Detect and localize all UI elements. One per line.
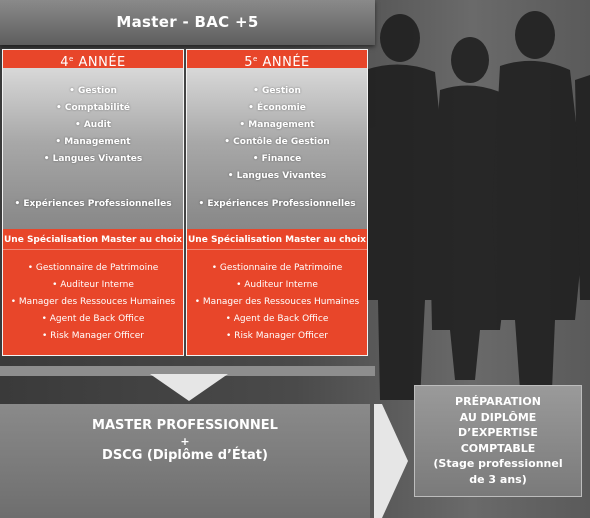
divider	[187, 249, 367, 250]
specialisation-item: • Agent de Back Office	[225, 314, 329, 324]
experience-label: • Expériences Professionnelles	[198, 199, 356, 209]
subject-item: • Contôle de Gestion	[224, 137, 330, 147]
master-title: MASTER PROFESSIONNEL	[92, 418, 278, 433]
prep-line: PRÉPARATION	[455, 395, 541, 408]
master-professionnel-box: MASTER PROFESSIONNEL + DSCG (Diplôme d’É…	[0, 404, 370, 518]
column-heading: 5e ANNÉE	[187, 50, 367, 70]
subject-item: • Management	[239, 120, 315, 130]
specialisation-list: • Gestionnaire de Patrimoine • Auditeur …	[187, 260, 367, 345]
dscg-title: DSCG (Diplôme d’État)	[102, 448, 268, 463]
specialisation-item: • Manager des Ressouces Humaines	[10, 297, 176, 307]
subjects-list: • Gestion • Comptabilité • Audit • Manag…	[3, 83, 183, 168]
specialisation-item: • Risk Manager Officer	[42, 331, 144, 341]
specialisation-item: • Manager des Ressouces Humaines	[194, 297, 360, 307]
column-heading: 4e ANNÉE	[3, 50, 183, 70]
subject-item: • Finance	[252, 154, 302, 164]
year-number: 5	[244, 55, 254, 70]
prep-line: (Stage professionnel	[433, 457, 563, 470]
plus-sign: +	[180, 435, 190, 448]
subject-item: • Gestion	[69, 86, 117, 96]
prep-line: COMPTABLE	[460, 441, 536, 455]
specialisation-panel: Une Spécialisation Master au choix • Ges…	[3, 229, 183, 355]
subject-item: • Audit	[74, 120, 112, 130]
subject-item: • Comptabilité	[56, 103, 130, 113]
subject-item: • Management	[55, 137, 131, 147]
specialisation-item: • Auditeur Interne	[236, 280, 318, 290]
subject-item: • Langues Vivantes	[227, 171, 327, 181]
right-arrow-icon	[374, 404, 408, 518]
specialisation-item: • Auditeur Interne	[52, 280, 134, 290]
title-banner: Master - BAC +5	[0, 0, 375, 45]
year-word: ANNÉE	[73, 55, 126, 70]
prep-line: de 3 ans)	[469, 472, 527, 486]
subject-item: • Économie	[248, 103, 306, 113]
connector-strip	[0, 366, 375, 376]
year-superscript: e	[69, 55, 74, 63]
column-4e-annee: 4e ANNÉE • Gestion • Comptabilité • Audi…	[2, 49, 184, 356]
specialisation-title: Une Spécialisation Master au choix	[188, 235, 366, 245]
subject-item: • Langues Vivantes	[43, 154, 143, 164]
preparation-box: PRÉPARATION AU DIPLÔME D’EXPERTISE COMPT…	[414, 385, 582, 497]
experience-label: • Expériences Professionnelles	[14, 199, 172, 209]
subject-item: • Gestion	[253, 86, 301, 96]
year-word: ANNÉE	[257, 55, 310, 70]
year-superscript: e	[253, 55, 258, 63]
prep-line: AU DIPLÔME	[459, 410, 537, 424]
specialisation-item: • Gestionnaire de Patrimoine	[211, 263, 343, 273]
specialisation-panel: Une Spécialisation Master au choix • Ges…	[187, 229, 367, 355]
year-number: 4	[60, 55, 70, 70]
subjects-list: • Gestion • Économie • Management • Cont…	[187, 83, 367, 185]
column-5e-annee: 5e ANNÉE • Gestion • Économie • Manageme…	[186, 49, 368, 356]
page-title: Master - BAC +5	[116, 13, 259, 31]
specialisation-list: • Gestionnaire de Patrimoine • Auditeur …	[3, 260, 183, 345]
specialisation-item: • Risk Manager Officer	[226, 331, 328, 341]
specialisation-item: • Agent de Back Office	[41, 314, 145, 324]
down-arrow-icon	[150, 374, 228, 401]
specialisation-item: • Gestionnaire de Patrimoine	[27, 263, 159, 273]
specialisation-title: Une Spécialisation Master au choix	[4, 235, 182, 245]
prep-line: D’EXPERTISE	[458, 426, 538, 439]
divider	[3, 249, 183, 250]
